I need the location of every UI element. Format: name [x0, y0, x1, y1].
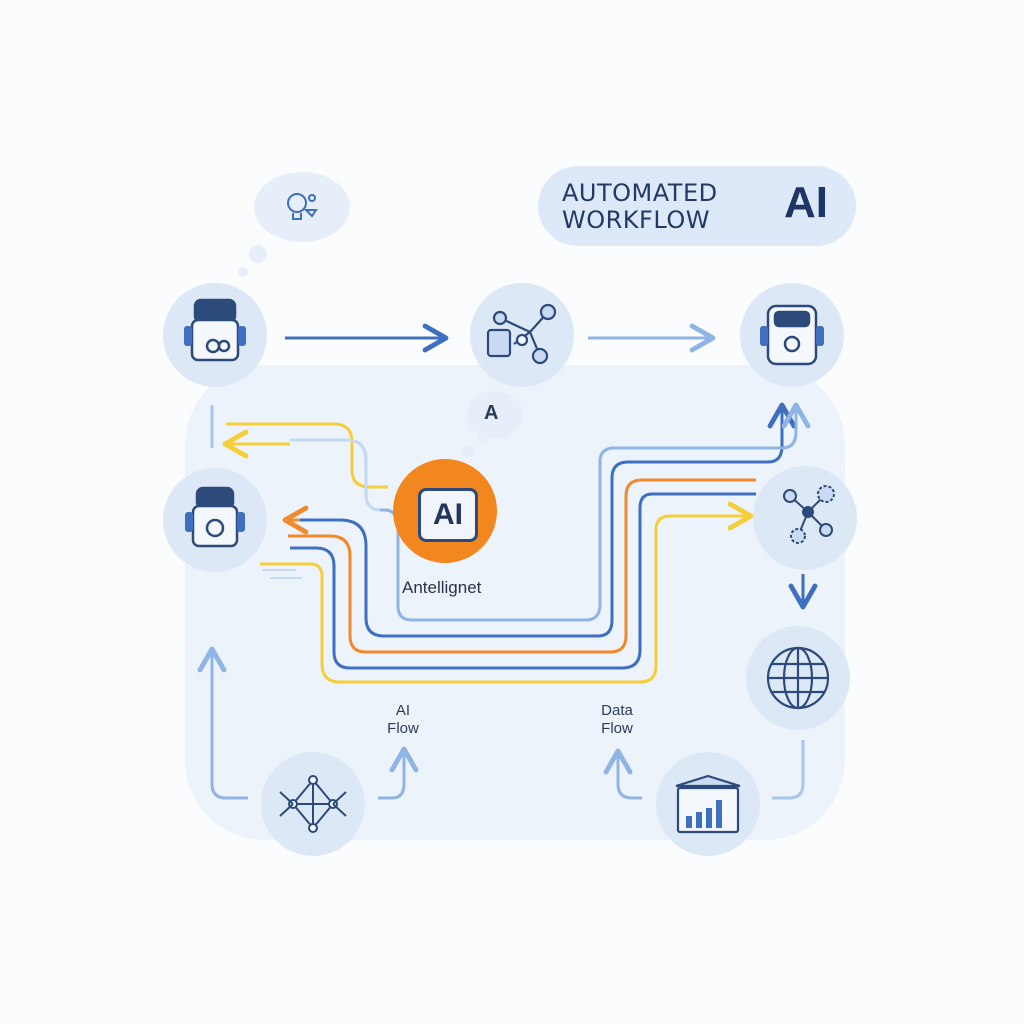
- data-flow-label-line-2: Flow: [601, 720, 633, 737]
- data-flow-label-line-1: Data: [601, 702, 633, 719]
- arrow-warehouse-to-data-flow: [603, 748, 642, 800]
- ai-flow-label: AI Flow: [378, 702, 428, 738]
- thought-bubble-top-left: [238, 172, 350, 277]
- ai-chip-icon: AI: [418, 488, 478, 542]
- network-nodes-icon: [486, 303, 557, 365]
- node-neural-network-bottom-left: [261, 752, 365, 856]
- node-gears-network-right: [753, 466, 857, 570]
- connector-globe-to-warehouse: [772, 740, 805, 800]
- title-line-2: WORKFLOW: [562, 206, 710, 234]
- robot-icon: [184, 298, 246, 362]
- arrow-neural-to-left-robot: [197, 646, 248, 800]
- thought-bubble-label: A: [484, 402, 499, 424]
- gears-icon: [783, 485, 835, 544]
- flow-line-blue-lower: [290, 492, 756, 670]
- robot-icon: [185, 486, 245, 548]
- arrow-neural-to-ai-flow: [378, 746, 419, 800]
- thought-bubble-center: [462, 391, 523, 458]
- node-network-top-middle: [470, 283, 574, 387]
- background-panel: [185, 365, 845, 840]
- globe-icon: [766, 646, 830, 710]
- node-robot-top-left: [163, 283, 267, 387]
- speed-lines-left: [262, 569, 302, 579]
- ai-flow-label-line-1: AI: [395, 702, 411, 719]
- lightbulb-idea-icon: [287, 193, 318, 220]
- flow-line-orange: [288, 478, 756, 654]
- title-text: AUTOMATED WORKFLOW: [562, 180, 718, 234]
- node-robot-middle-left: [163, 468, 267, 572]
- flow-line-light-return-upper: [290, 438, 390, 512]
- data-flow-label: Data Flow: [592, 702, 642, 738]
- title-ai-badge: AI: [784, 178, 828, 227]
- flow-line-yellow-lower: [260, 501, 754, 684]
- node-data-warehouse-bottom-right: [656, 752, 760, 856]
- ai-flow-label-line-2: Flow: [387, 720, 419, 737]
- center-node-label: Antellignet: [402, 578, 482, 597]
- bar-chart-icon: [675, 774, 741, 834]
- title-line-1: AUTOMATED: [562, 179, 718, 207]
- flow-line-yellow-return-upper: [226, 422, 388, 489]
- neural-network-icon: [279, 775, 347, 833]
- robot-icon: [760, 304, 824, 366]
- node-robot-top-right: [740, 283, 844, 387]
- node-globe-right: [746, 626, 850, 730]
- flow-line-dark-blue: [300, 402, 797, 638]
- title-badge: AUTOMATED WORKFLOW AI: [538, 166, 856, 246]
